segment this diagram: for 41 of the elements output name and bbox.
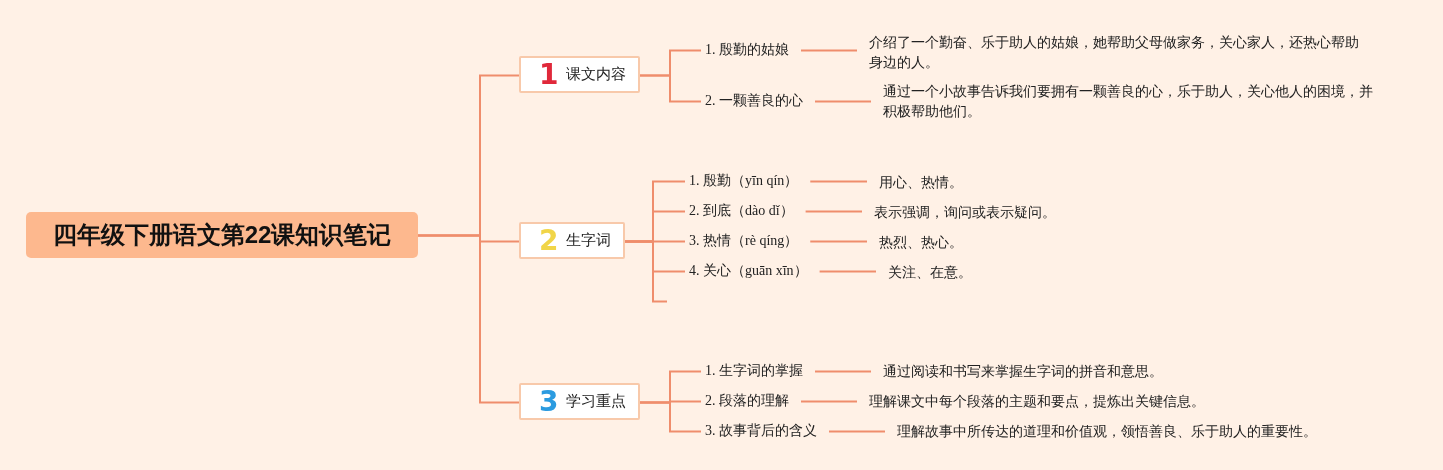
connector-line — [800, 49, 858, 52]
connector-line — [639, 74, 702, 103]
branch-label: 课文内容 — [566, 65, 627, 84]
connector-line — [639, 401, 702, 433]
connector-line — [800, 400, 858, 403]
title-box: 四年级下册语文第22课知识笔记 — [26, 212, 418, 258]
branch-box — [519, 383, 640, 420]
topic-label: 1. 殷勤的姑娘 — [701, 41, 793, 59]
description-text: 用心、热情。 — [875, 172, 1075, 192]
connector-line — [818, 270, 877, 273]
branch-label: 生字词 — [566, 231, 612, 250]
step-number: 2 — [539, 226, 559, 255]
connector-line — [624, 240, 668, 303]
branch-label: 学习重点 — [566, 392, 627, 411]
connector-line — [809, 180, 868, 183]
connector-line — [809, 240, 868, 243]
description-text: 理解故事中所传达的道理和价值观，领悟善良、乐于助人的重要性。 — [893, 421, 1373, 441]
topic-label: 2. 段落的理解 — [701, 392, 793, 410]
description-text: 热烈、热心。 — [875, 232, 1075, 252]
description-text: 通过一个小故事告诉我们要拥有一颗善良的心，乐于助人，关心他人的困境，并积极帮助他们。 — [879, 81, 1389, 121]
connector-line — [814, 100, 872, 103]
step-number: 3 — [539, 387, 559, 416]
description-text: 表示强调，询问或表示疑问。 — [870, 202, 1130, 222]
connector-line — [814, 370, 872, 373]
topic-label: 1. 殷勤（yīn qín） — [685, 172, 803, 190]
topic-label: 2. 一颗善良的心 — [701, 92, 807, 110]
topic-label: 1. 生字词的掌握 — [701, 362, 807, 380]
topic-label: 3. 故事背后的含义 — [701, 422, 821, 440]
topic-label: 4. 关心（guān xīn） — [685, 262, 812, 280]
description-text: 通过阅读和书写来掌握生字词的拼音和意思。 — [879, 361, 1299, 381]
connector-line — [804, 210, 863, 213]
connector-line — [417, 234, 520, 404]
connector-line — [828, 430, 886, 433]
branch-box — [519, 222, 625, 259]
description-text: 理解课文中每个段落的主题和要点，提炼出关键信息。 — [865, 391, 1285, 411]
branch-box — [519, 56, 640, 93]
step-number: 1 — [539, 60, 559, 89]
description-text: 关注、在意。 — [884, 262, 1084, 282]
description-text: 介绍了一个勤奋、乐于助人的姑娘，她帮助父母做家务，关心家人，还热心帮助身边的人。 — [865, 32, 1375, 72]
topic-label: 2. 到底（dào dǐ） — [685, 202, 798, 220]
topic-label: 3. 热情（rè qíng） — [685, 232, 803, 250]
